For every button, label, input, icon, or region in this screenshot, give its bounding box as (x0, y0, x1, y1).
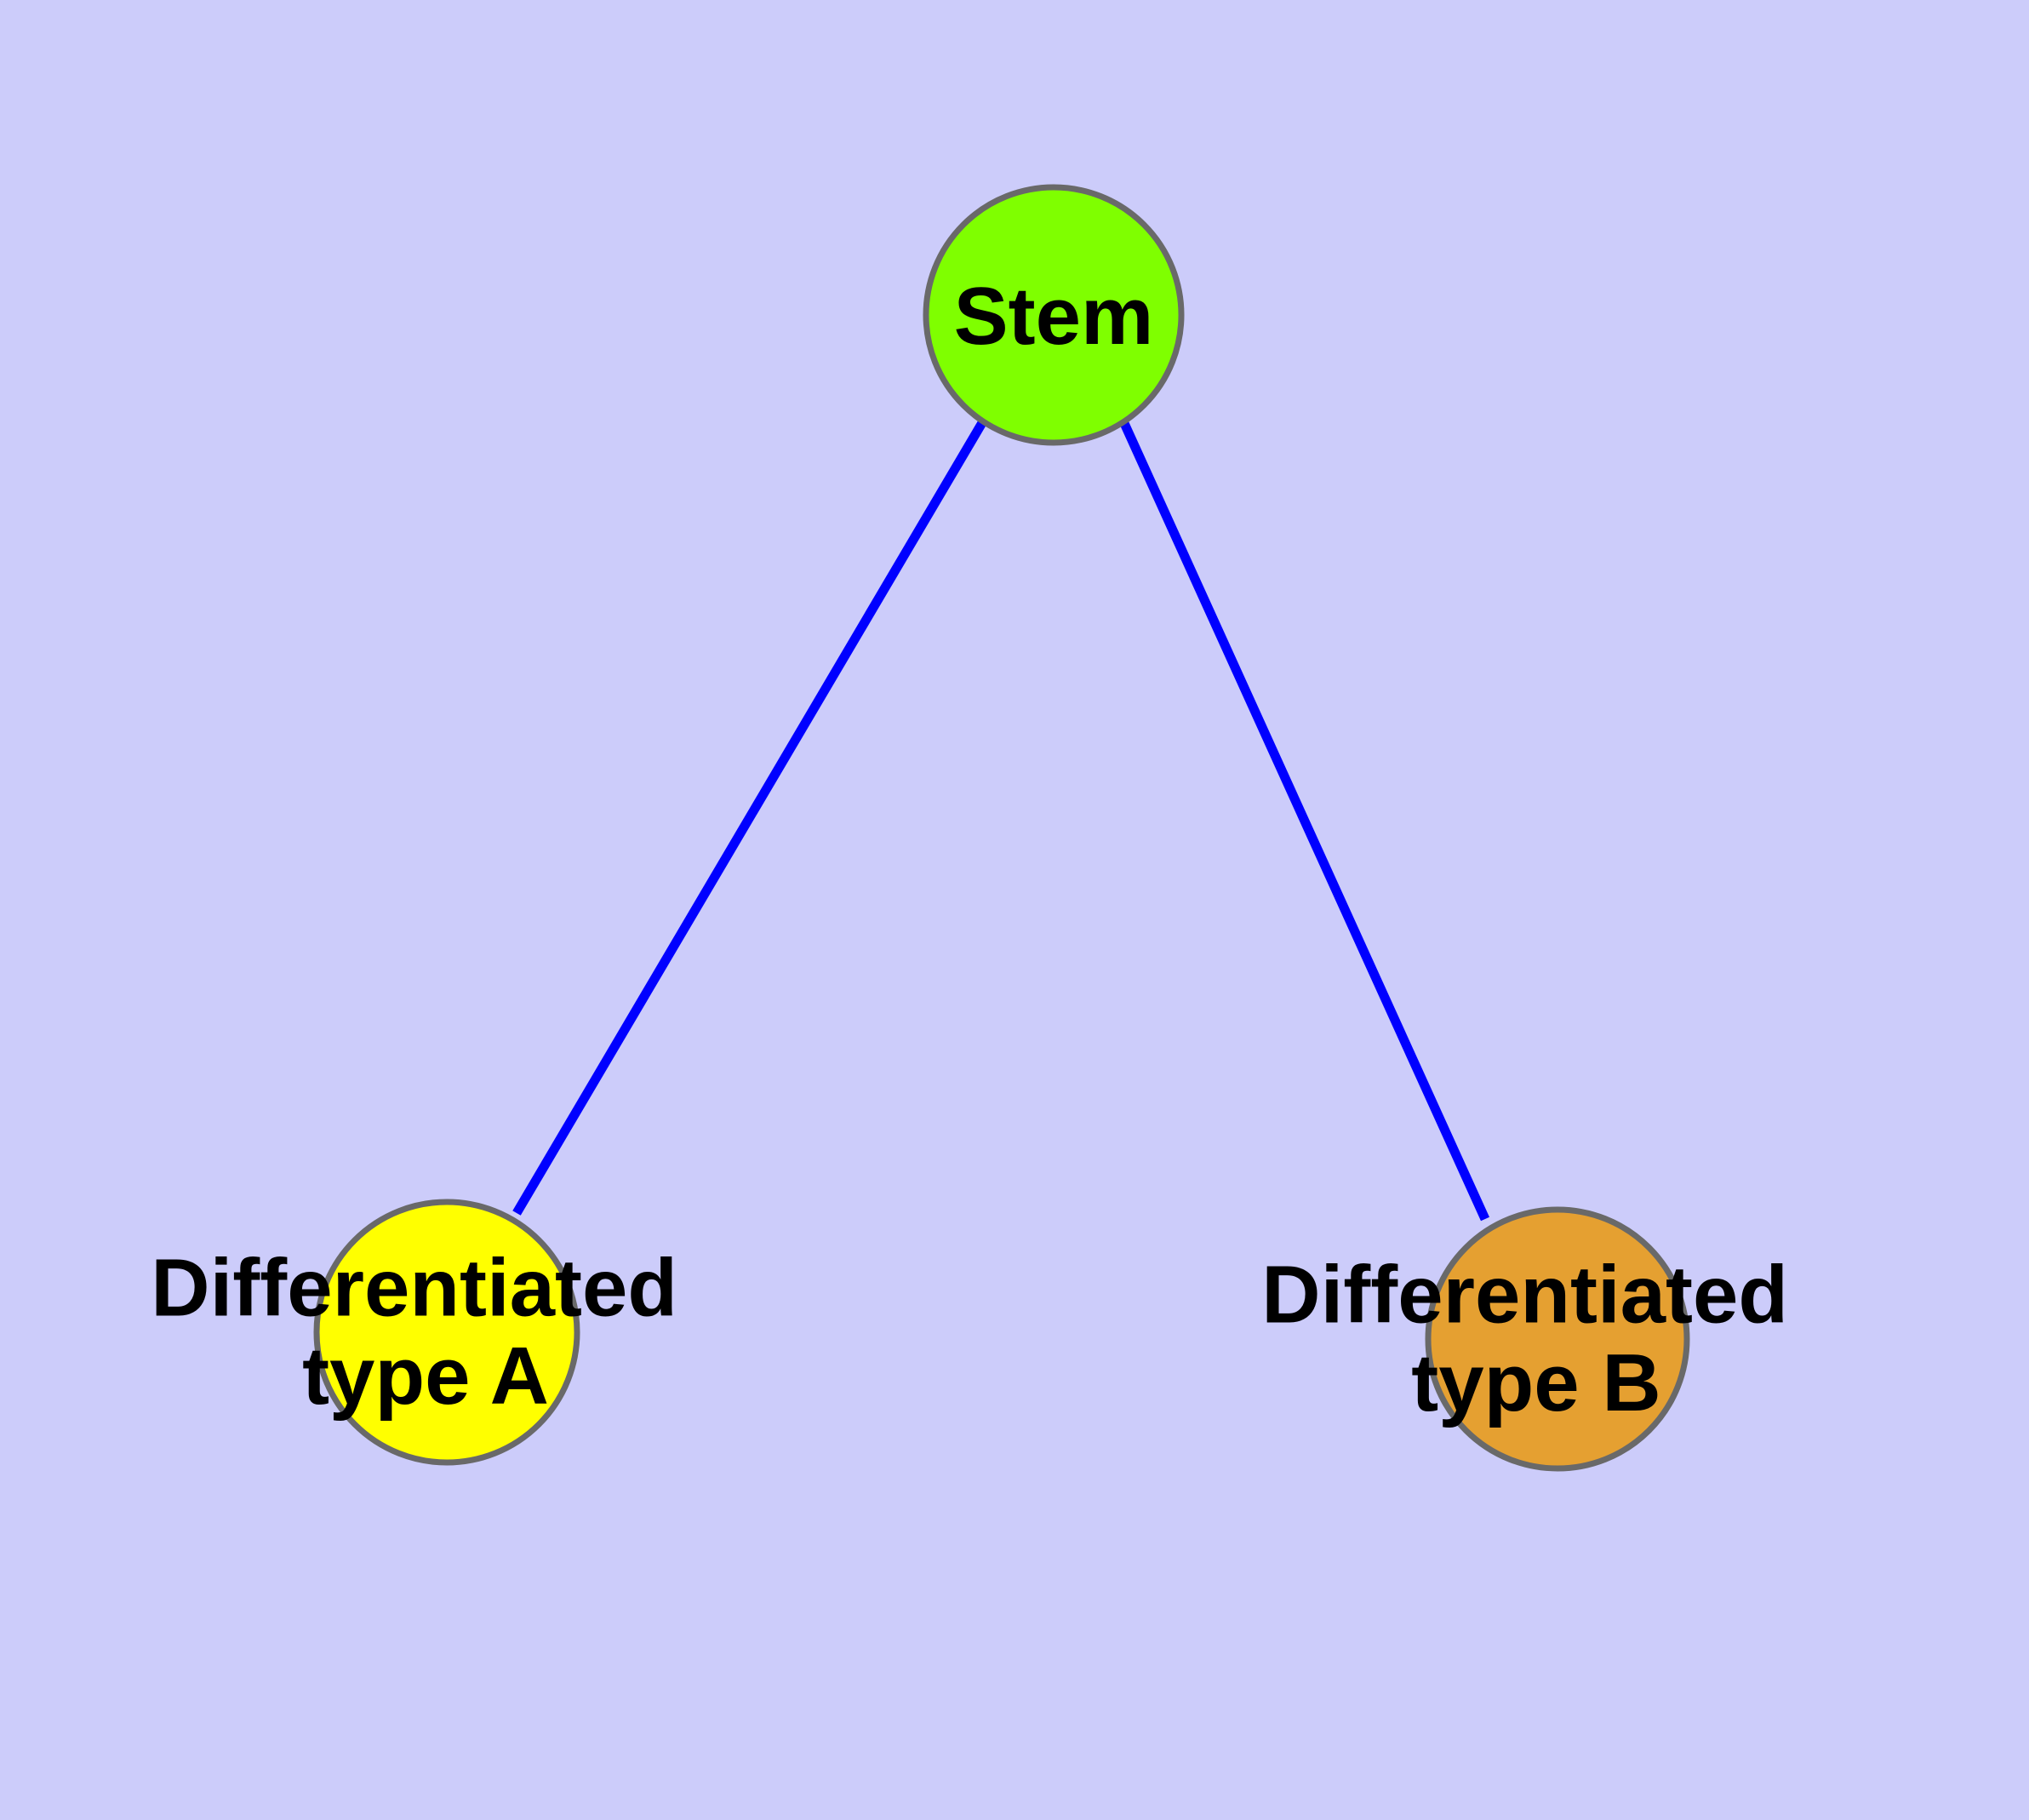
node-stem-label: Stem (954, 272, 1154, 363)
node-differentiated-type-b-circle[interactable] (1425, 1206, 1690, 1472)
node-differentiated-type-b[interactable]: Differentiated type B (1261, 1206, 1810, 1472)
node-stem-circle[interactable] (923, 184, 1185, 446)
node-differentiated-type-a-label-line-2: type A (302, 1331, 549, 1422)
node-differentiated-type-a[interactable]: Differentiated type A (151, 1199, 700, 1466)
edge-layer (512, 419, 1490, 1222)
node-stem[interactable]: Stem (923, 184, 1185, 446)
node-differentiated-type-a-label-line-1: Differentiated (151, 1243, 677, 1334)
edge-stem-to-differentiated-type-a[interactable] (512, 419, 987, 1216)
node-differentiated-type-b-label: Differentiated type B (1261, 1244, 1810, 1429)
node-differentiated-type-a-label: Differentiated type A (151, 1237, 700, 1422)
node-differentiated-type-b-label-line-1: Differentiated (1261, 1250, 1788, 1341)
node-differentiated-type-a-circle[interactable] (313, 1199, 580, 1466)
edge-stem-to-differentiated-type-b[interactable] (1118, 419, 1490, 1222)
node-stem-label-line-1: Stem (954, 272, 1154, 363)
node-differentiated-type-b-label-line-2: type B (1411, 1337, 1660, 1428)
